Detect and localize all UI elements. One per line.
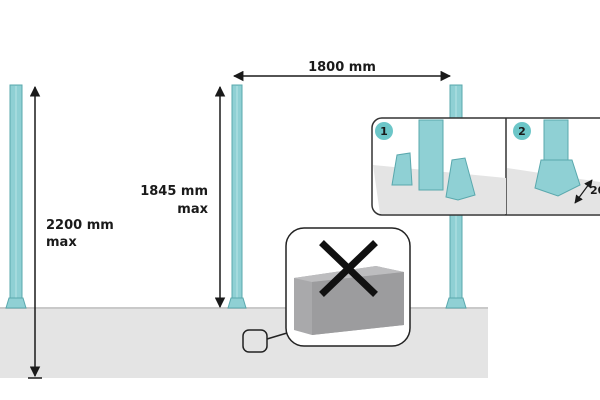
post-middle <box>227 84 247 309</box>
no-block-callout <box>242 227 411 353</box>
step-2-badge: 2 <box>518 125 526 138</box>
total-height-value: 2200 mm <box>46 218 114 233</box>
post-spacing-value: 1800 mm <box>308 60 376 75</box>
step-2-dimension-partial: 20 <box>590 184 600 197</box>
concrete-block-icon <box>294 266 404 335</box>
step-1-badge: 1 <box>380 125 388 138</box>
total-height-qualifier: max <box>46 235 77 250</box>
post-left <box>5 84 27 309</box>
installation-steps-panel: 1 2 20 <box>371 117 600 216</box>
cross-icon <box>319 240 378 297</box>
post-height-qualifier: max <box>177 202 208 217</box>
post-height-value: 1845 mm <box>140 184 208 199</box>
concrete-ground <box>0 307 488 378</box>
